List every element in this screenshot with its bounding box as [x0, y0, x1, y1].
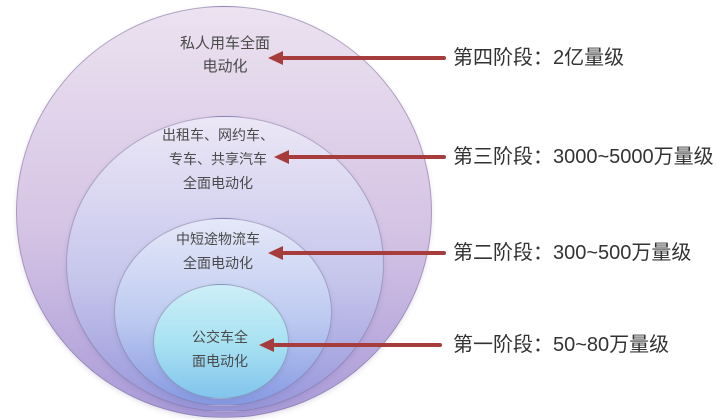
arrow-left-icon [268, 246, 283, 260]
stage1-arrow [259, 338, 442, 352]
arrow-left-icon [274, 150, 289, 164]
arrow-shaft [288, 155, 446, 159]
arrow-left-icon [268, 51, 283, 65]
arrow-shaft [282, 56, 446, 60]
arrow-shaft [273, 343, 442, 347]
stage4-callout-label: 第四阶段：2亿量级 [453, 47, 625, 69]
stage4-arrow [268, 51, 446, 65]
stage2-arrow [268, 246, 446, 260]
stage2-callout-label: 第二阶段：300~500万量级 [453, 242, 692, 264]
stage3-arrow [274, 150, 446, 164]
arrow-left-icon [259, 338, 274, 352]
arrow-shaft [282, 251, 446, 255]
stage4-ring-label: 私人用车全面 电动化 [179, 35, 270, 75]
stage1-ring-label: 公交车全 面电动化 [192, 329, 248, 369]
stage1-callout-label: 第一阶段：50~80万量级 [453, 334, 670, 356]
stage3-callout-label: 第三阶段：3000~5000万量级 [453, 146, 714, 168]
stage2-ring-label: 中短途物流车 全面电动化 [176, 231, 260, 271]
stage3-ring-label: 出租车、网约车、 专车、共享汽车 全面电动化 [162, 127, 274, 191]
